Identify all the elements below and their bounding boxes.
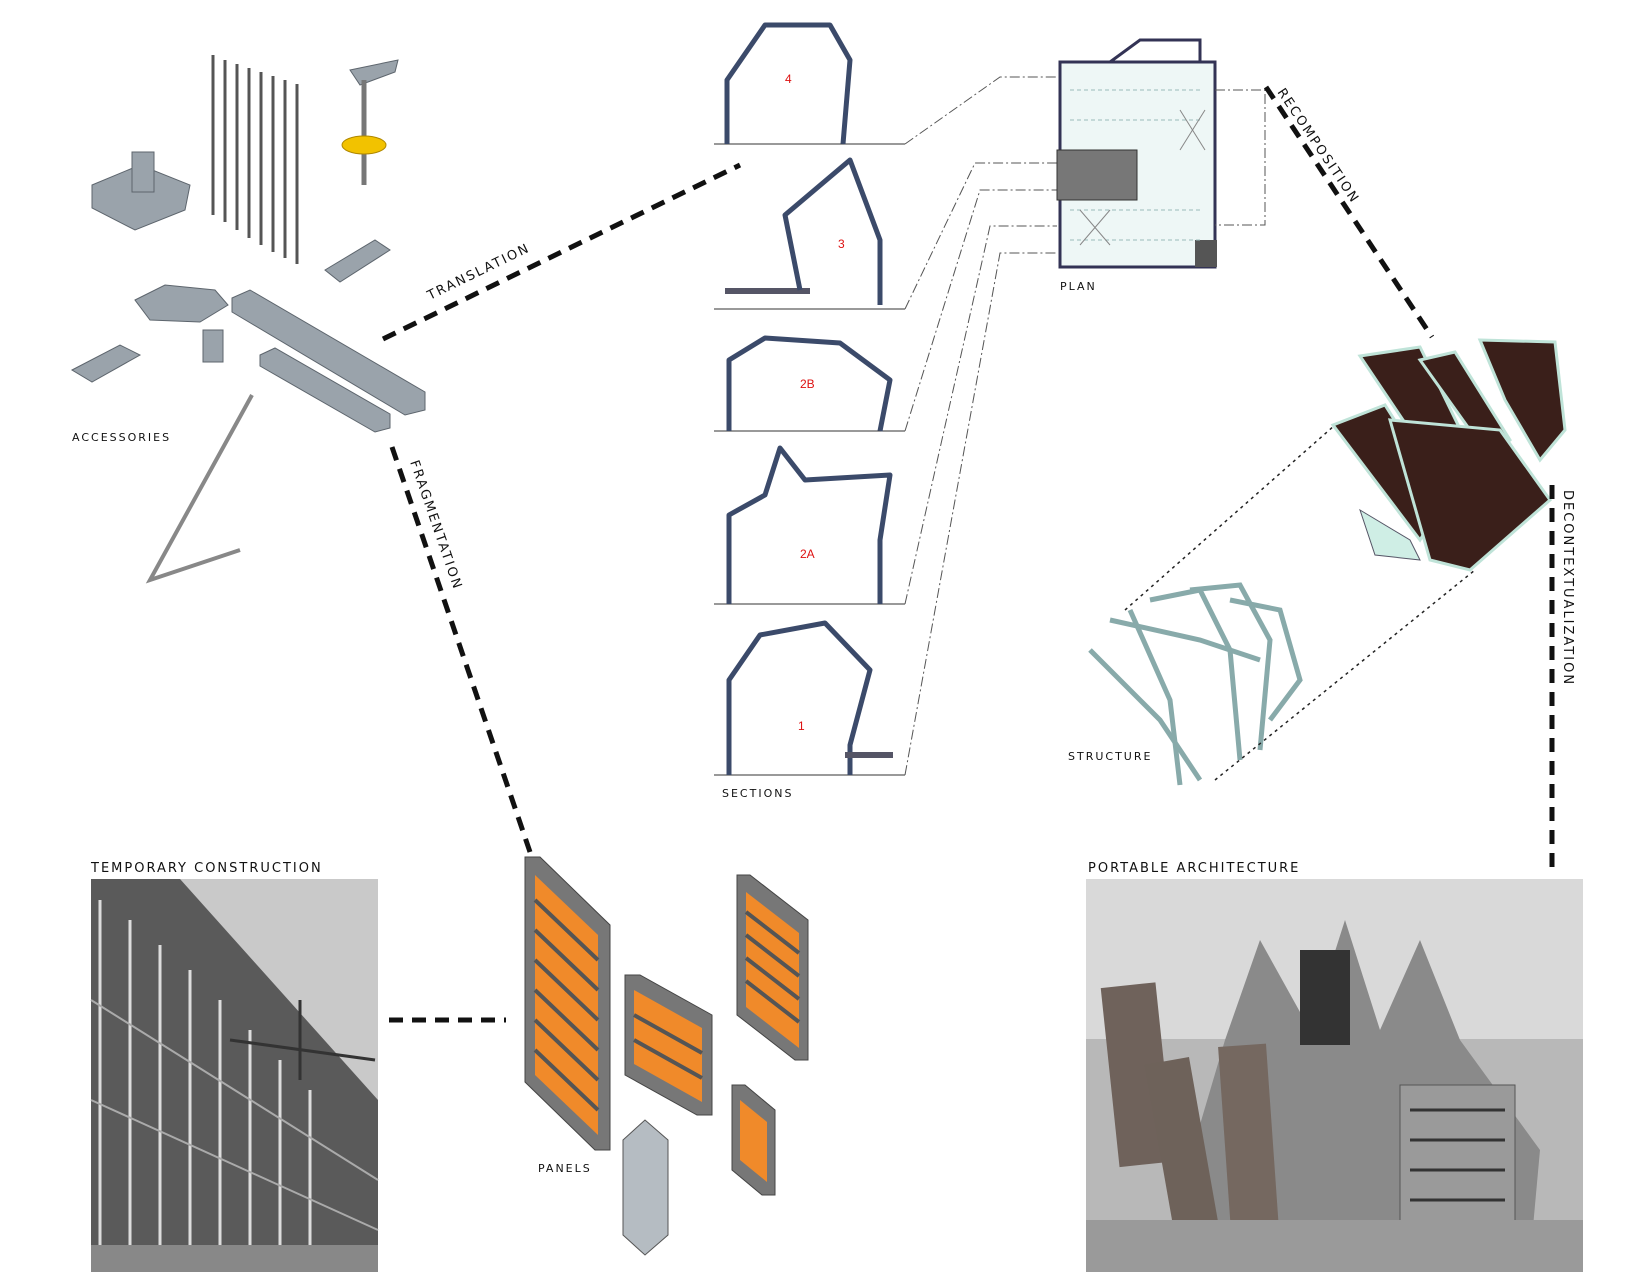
bracket — [324, 239, 391, 283]
svg-text:2B: 2B — [800, 377, 815, 391]
svg-text:2A: 2A — [800, 547, 815, 561]
fragmentation-label: FRAGMENTATION — [406, 458, 465, 592]
brace-prop — [145, 394, 254, 584]
section-2b: 2B — [714, 335, 905, 432]
portable-architecture-label: PORTABLE ARCHITECTURE — [1088, 861, 1300, 876]
panels-label: PANELS — [538, 1162, 592, 1175]
panel-tall — [524, 856, 611, 1151]
plan-label: PLAN — [1060, 280, 1097, 293]
section-2a: 2A — [714, 445, 905, 605]
section-4: 4 — [714, 22, 905, 145]
recomposition-connector — [1263, 85, 1435, 339]
plate — [70, 344, 142, 383]
svg-text:4: 4 — [785, 72, 792, 86]
structure-label: STRUCTURE — [1068, 750, 1152, 763]
panels-group: PANELS — [524, 856, 809, 1256]
corner-column — [622, 1119, 669, 1256]
section-3: 3 — [714, 157, 905, 310]
sections-group: 4 3 2B 2A 1 SECTIONS — [714, 22, 905, 800]
recomposition-label: RECOMPOSITION — [1274, 86, 1362, 207]
svg-text:1: 1 — [798, 719, 805, 733]
translation-connector — [381, 162, 742, 342]
portable-architecture-photo — [1086, 879, 1583, 1272]
yellow-nut — [341, 135, 387, 155]
section-plan-leaders — [904, 76, 1057, 776]
decontextualization-label: DECONTEXTUALIZATION — [1560, 490, 1575, 686]
plan-drawing: PLAN — [1056, 38, 1266, 293]
wing-nut — [134, 284, 229, 323]
steel-rods — [211, 55, 299, 264]
accessories-group: ACCESSORIES — [70, 55, 426, 584]
beam-short — [259, 347, 391, 433]
panel-medium — [624, 974, 713, 1116]
structure-leader-top — [1124, 424, 1336, 611]
hex-nut — [202, 329, 224, 363]
svg-text:3: 3 — [838, 237, 845, 251]
temporary-construction-label: TEMPORARY CONSTRUCTION — [90, 861, 323, 876]
temporary-construction-photo — [90, 879, 379, 1272]
accessories-label: ACCESSORIES — [72, 431, 171, 444]
sections-label: SECTIONS — [722, 787, 793, 800]
panel-upper-right — [736, 874, 809, 1061]
recomposed-form — [1330, 338, 1567, 572]
panel-small — [731, 1084, 776, 1196]
structure-leader-bottom — [1214, 569, 1476, 781]
section-1: 1 — [714, 620, 905, 776]
clamp-head — [131, 151, 155, 193]
prop-head — [349, 59, 399, 86]
fragmentation-connector — [389, 446, 533, 853]
beam-long — [231, 289, 426, 416]
structure-drawing — [1088, 582, 1303, 786]
